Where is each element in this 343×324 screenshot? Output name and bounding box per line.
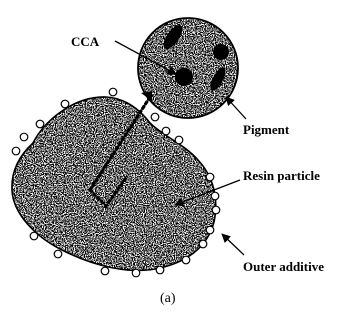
caption: (a) (160, 291, 176, 306)
cca-dot-1 (175, 68, 193, 86)
zoom-circle (138, 18, 238, 118)
label-cca: CCA (71, 34, 100, 49)
label-resin-particle: Resin particle (243, 168, 320, 183)
label-outer-additive: Outer additive (243, 259, 324, 274)
label-pigment: Pigment (243, 122, 290, 137)
cca-dot-2 (213, 44, 229, 60)
resin-particle (0, 90, 230, 280)
